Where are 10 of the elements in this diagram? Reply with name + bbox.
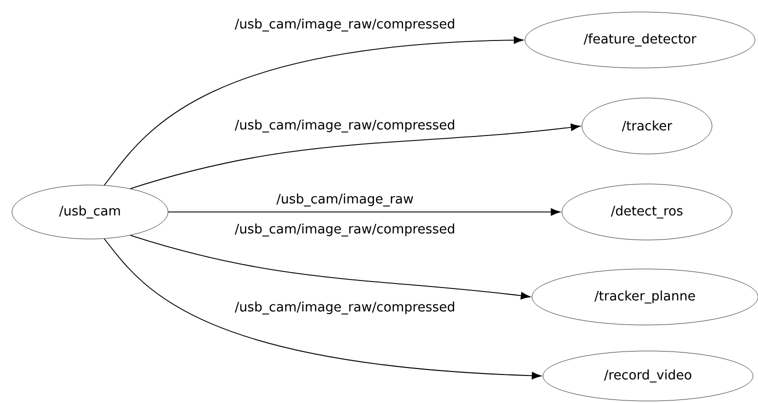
arrow	[130, 234, 530, 300]
arrow	[104, 36, 524, 186]
arrow	[168, 208, 560, 216]
edge-label: /usb_cam/image_raw/compressed	[234, 118, 456, 134]
edge-label: /usb_cam/image_raw/compressed	[234, 18, 456, 32]
edge-label: /usb_cam/image_raw/compressed	[234, 300, 456, 316]
arrow	[104, 238, 542, 380]
edge-label: /usb_cam/image_raw	[275, 192, 415, 208]
edge-label: /usb_cam/image_raw/compressed	[234, 222, 456, 238]
arrow	[130, 124, 580, 190]
